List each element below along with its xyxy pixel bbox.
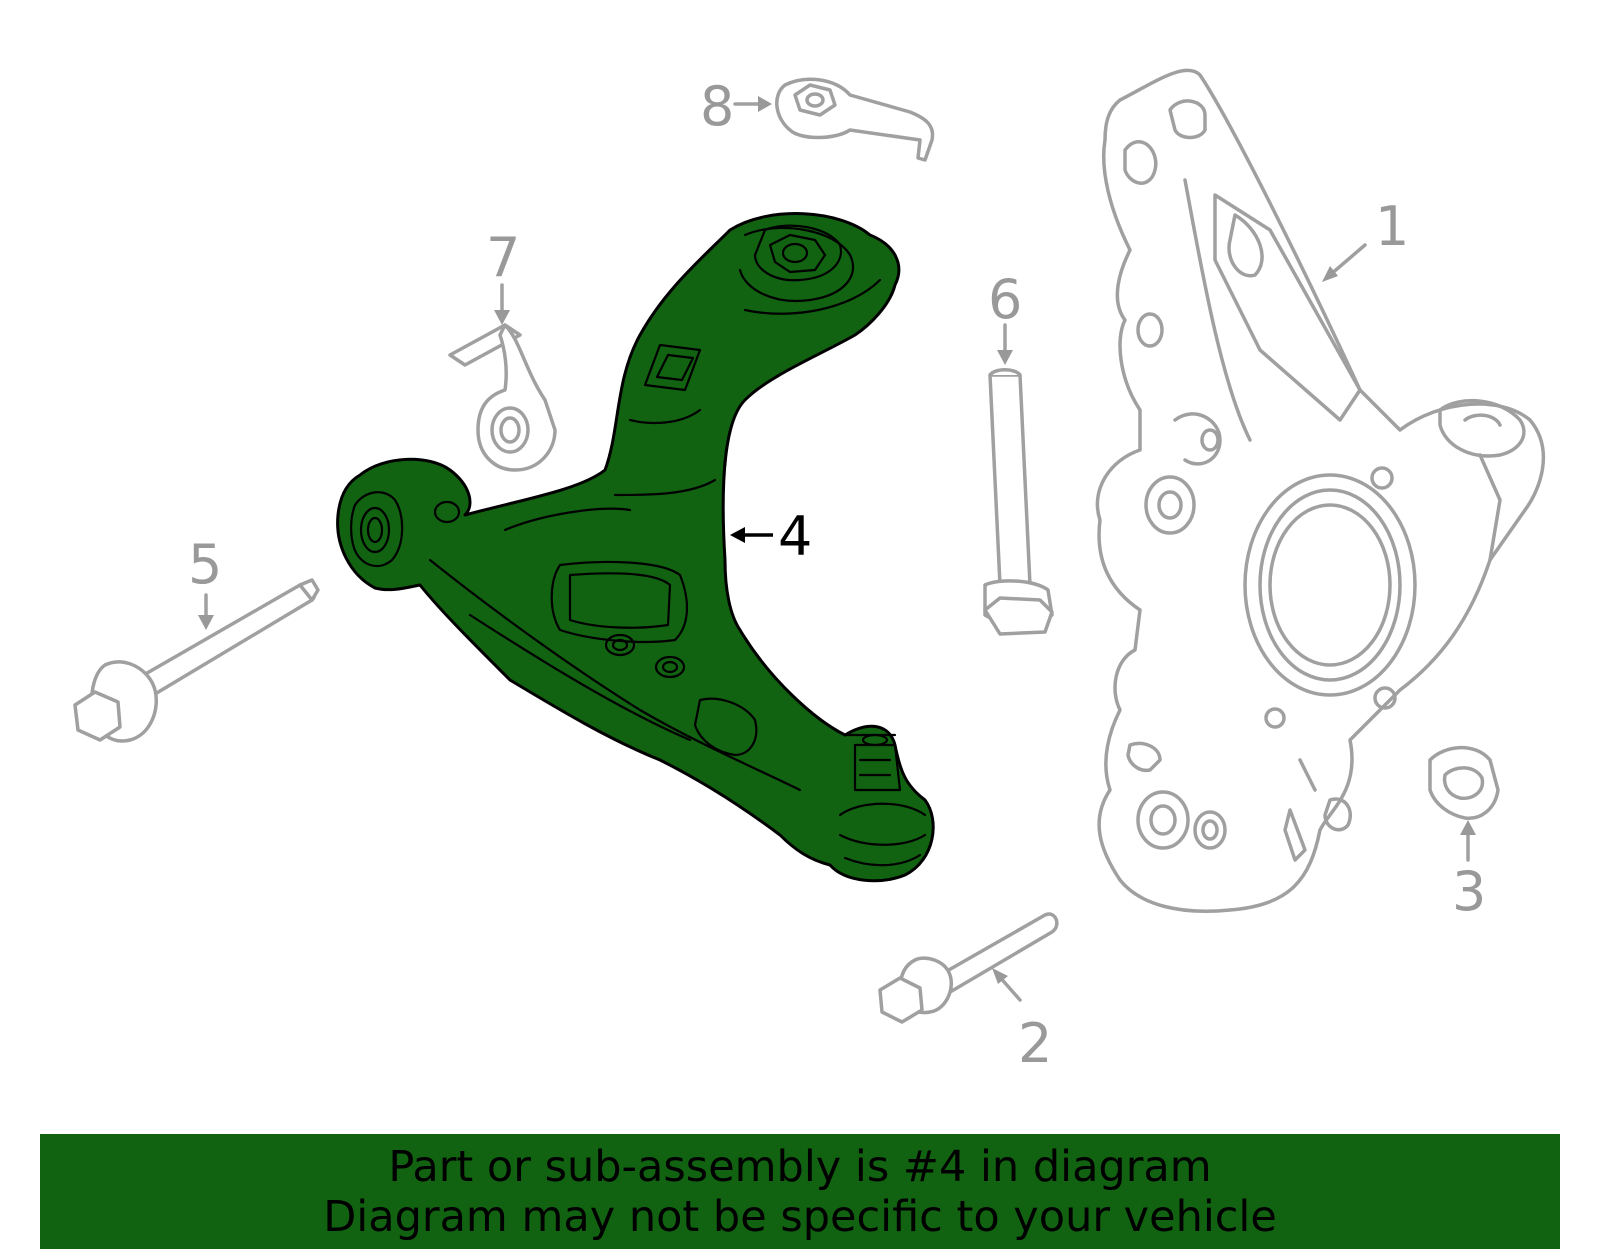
callout-5-label: 5 (188, 533, 222, 596)
caption-line-1: Part or sub-assembly is #4 in diagram (388, 1141, 1212, 1192)
caption-banner-background (40, 1134, 1560, 1249)
callout-5: 5 (188, 533, 222, 630)
bracket-part-8 (775, 77, 935, 162)
callout-4: 4 (730, 505, 812, 568)
callout-6-label: 6 (988, 268, 1022, 331)
caption-line-2: Diagram may not be specific to your vehi… (323, 1191, 1277, 1242)
callout-2-label: 2 (1018, 1012, 1052, 1075)
callout-7: 7 (486, 226, 520, 325)
callout-4-label: 4 (778, 505, 812, 568)
callout-8: 8 (700, 75, 772, 138)
callout-3: 3 (1452, 820, 1486, 923)
bolt-part-5 (73, 578, 320, 743)
callout-7-label: 7 (486, 226, 520, 289)
nut-part-3 (1428, 745, 1500, 820)
bracket-part-7 (448, 323, 557, 472)
callout-8-label: 8 (700, 75, 734, 138)
callout-1: 1 (1322, 195, 1409, 282)
caption-banner: Part or sub-assembly is #4 in diagram Di… (40, 1134, 1560, 1249)
callout-3-label: 3 (1452, 860, 1486, 923)
bolt-part-6 (983, 368, 1054, 636)
callout-1-label: 1 (1375, 195, 1409, 258)
callout-6: 6 (988, 268, 1022, 365)
steering-knuckle-part (1095, 68, 1546, 913)
lower-control-arm-part-4 (336, 212, 935, 883)
callout-2: 2 (992, 968, 1052, 1075)
bolt-part-2 (878, 912, 1059, 1024)
